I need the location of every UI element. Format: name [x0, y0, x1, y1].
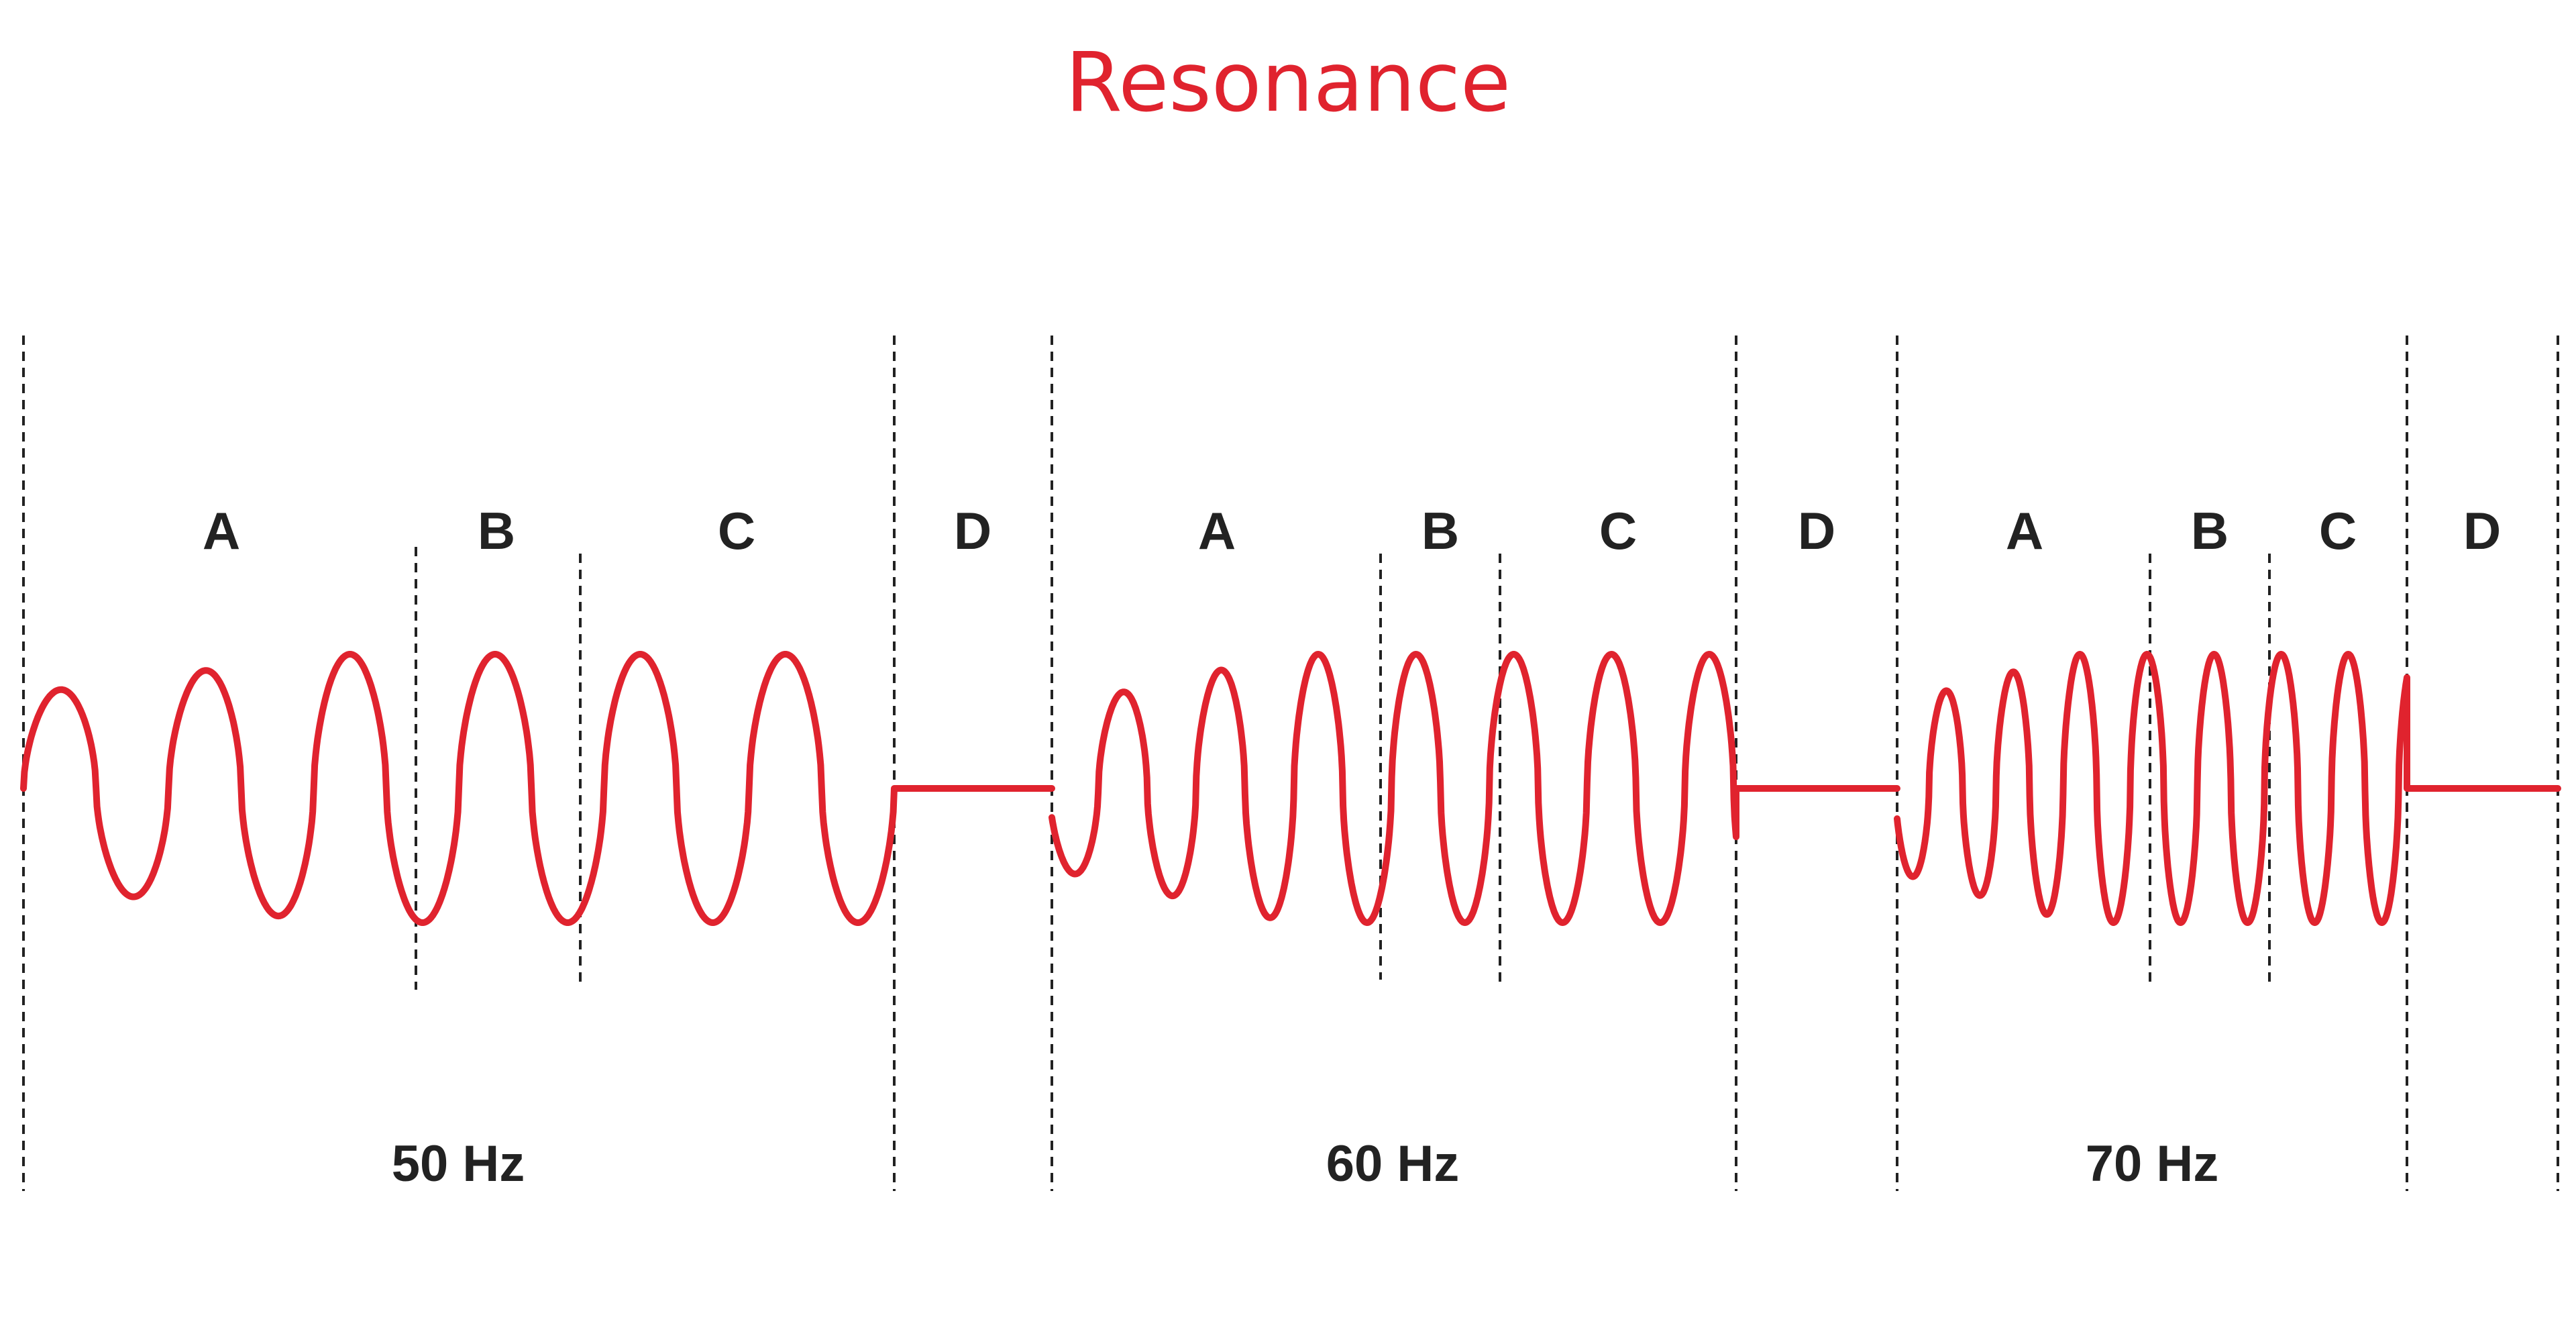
waveform-70hz [1894, 651, 2561, 926]
segment-label-60hz-a: A [1198, 501, 1236, 560]
segment-label-70hz-c: C [2319, 501, 2357, 560]
segment-label-70hz-d: D [2463, 501, 2501, 560]
segment-labels: A B C D A B C D A B C D [203, 501, 2501, 560]
frequency-label-50hz: 50 Hz [392, 1135, 525, 1192]
segment-label-50hz-d: D [954, 501, 991, 560]
diagram-title: Resonance [1065, 35, 1511, 130]
segment-label-60hz-b: B [1421, 501, 1459, 560]
segment-label-60hz-d: D [1798, 501, 1835, 560]
frequency-labels: 50 Hz 60 Hz 70 Hz [392, 1135, 2219, 1192]
waveform-60hz [1049, 651, 1900, 926]
frequency-label-70hz: 70 Hz [2086, 1135, 2219, 1192]
frequency-label-60hz: 60 Hz [1326, 1135, 1460, 1192]
segment-label-50hz-b: B [478, 501, 515, 560]
section-dividers [22, 336, 2559, 1191]
segment-label-70hz-b: B [2191, 501, 2229, 560]
waveform-50hz [20, 651, 1055, 926]
segment-label-70hz-a: A [2006, 501, 2043, 560]
segment-label-50hz-c: C [718, 501, 755, 560]
segment-label-60hz-c: C [1599, 501, 1637, 560]
segment-label-50hz-a: A [203, 501, 240, 560]
